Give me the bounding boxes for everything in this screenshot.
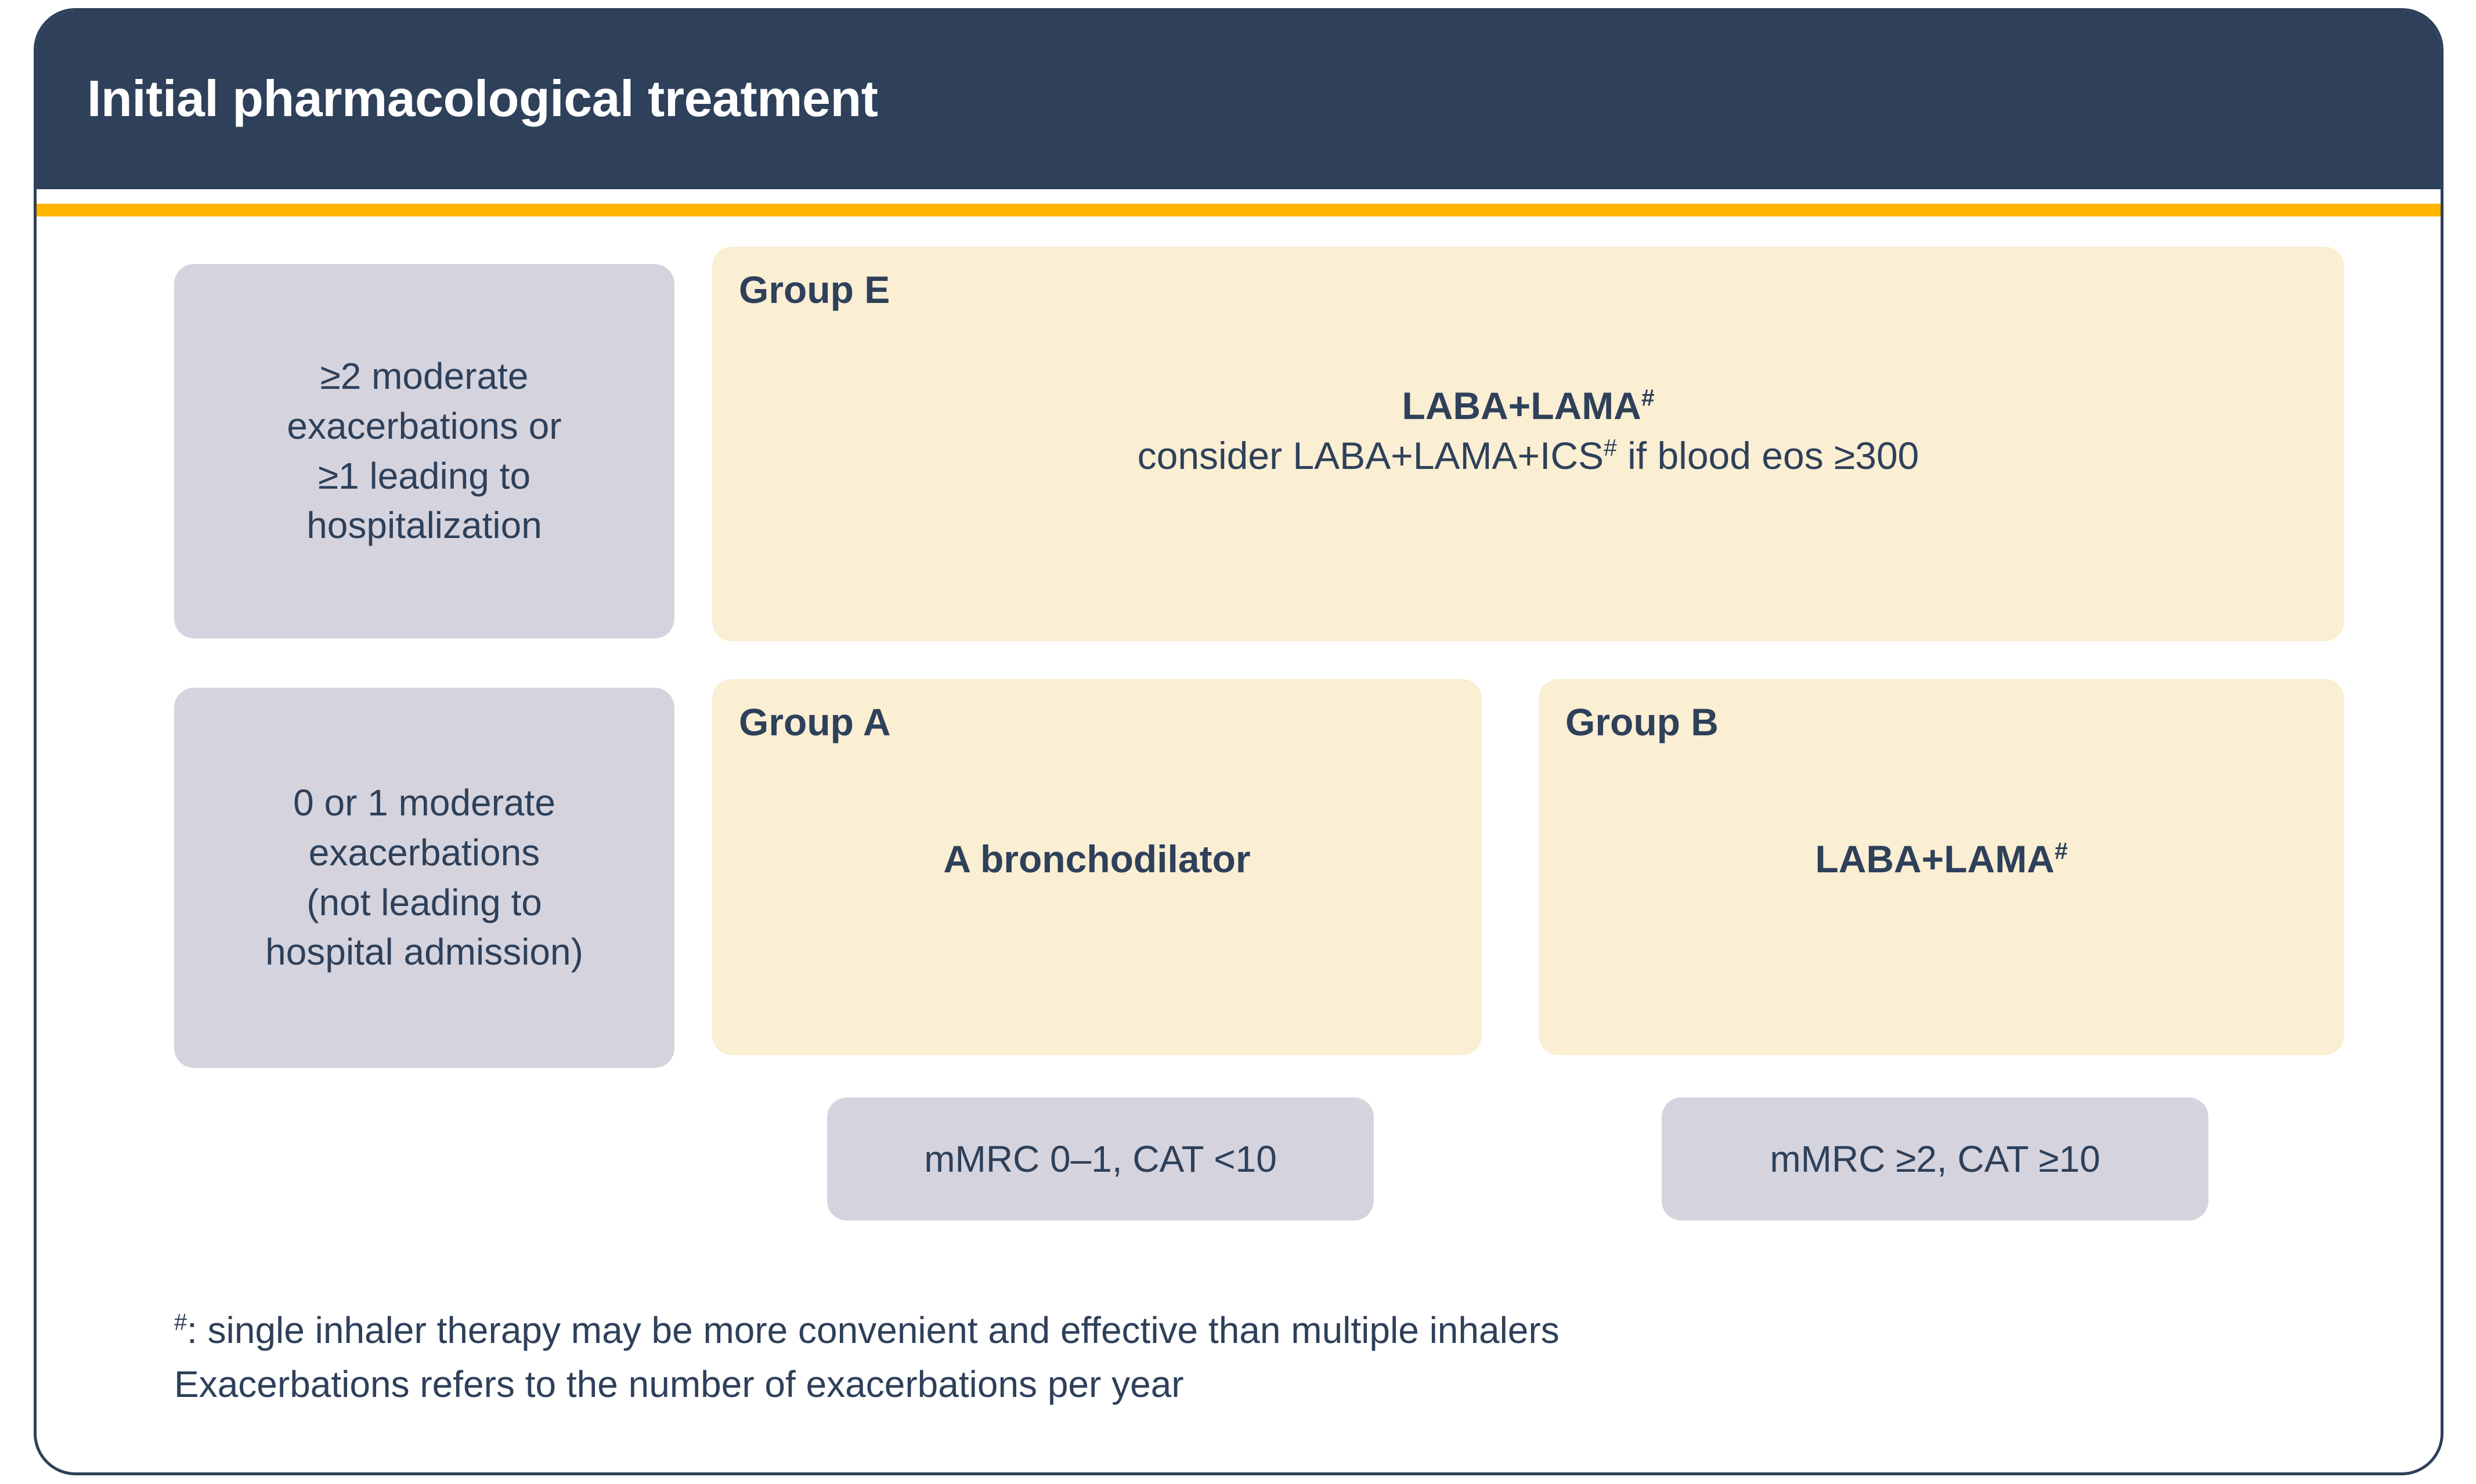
group-a-recommendation: A bronchodilator <box>712 835 1482 884</box>
group-e-secondary-prefix: consider LABA+LAMA+ICS <box>1137 434 1604 477</box>
symptom-pill-group-b-label: mMRC ≥2, CAT ≥10 <box>1770 1138 2100 1180</box>
group-b-label: Group B <box>1565 701 1719 743</box>
group-e-recommendation: LABA+LAMA# consider LABA+LAMA+ICS# if bl… <box>712 381 2344 481</box>
risk-line: ≥2 moderate <box>320 355 529 397</box>
group-b-panel: Group B LABA+LAMA# <box>1539 679 2344 1055</box>
risk-line: (not leading to <box>306 881 542 923</box>
group-a-primary-treatment: A bronchodilator <box>712 835 1482 884</box>
figure-header: Initial pharmacological treatment <box>37 11 2441 189</box>
accent-divider <box>37 204 2441 216</box>
group-e-secondary-suffix: if blood eos ≥300 <box>1616 434 1919 477</box>
group-e-panel: Group E LABA+LAMA# consider LABA+LAMA+IC… <box>712 247 2344 641</box>
footnote-marker-icon: # <box>1604 434 1617 461</box>
group-a-label: Group A <box>739 701 891 743</box>
footnote-marker-icon: # <box>174 1309 187 1335</box>
footnote-marker-icon: # <box>2054 837 2068 864</box>
symptom-pill-group-b: mMRC ≥2, CAT ≥10 <box>1662 1097 2208 1221</box>
footnote-marker-icon: # <box>1641 384 1655 411</box>
symptom-pill-group-a: mMRC 0–1, CAT <10 <box>827 1097 1374 1221</box>
group-e-secondary-treatment: consider LABA+LAMA+ICS# if blood eos ≥30… <box>712 431 2344 481</box>
group-e-label: Group E <box>739 268 890 311</box>
group-a-panel: Group A A bronchodilator <box>712 679 1482 1055</box>
risk-line: exacerbations or <box>287 405 562 447</box>
risk-line: hospital admission) <box>265 931 583 973</box>
group-b-primary-treatment: LABA+LAMA# <box>1539 835 2344 884</box>
group-b-primary-text: LABA+LAMA <box>1815 837 2055 880</box>
symptom-pill-group-a-label: mMRC 0–1, CAT <10 <box>924 1138 1277 1180</box>
page-title: Initial pharmacological treatment <box>87 70 878 127</box>
risk-box-high-exacerbation: ≥2 moderate exacerbations or ≥1 leading … <box>174 264 674 638</box>
figure-body: ≥2 moderate exacerbations or ≥1 leading … <box>37 11 2441 1472</box>
risk-line: hospitalization <box>306 504 542 547</box>
treatment-figure-card: Initial pharmacological treatment ≥2 mod… <box>34 8 2443 1475</box>
risk-box-low-exacerbation: 0 or 1 moderate exacerbations (not leadi… <box>174 688 674 1068</box>
group-a-primary-text: A bronchodilator <box>943 837 1251 880</box>
group-e-primary-text: LABA+LAMA <box>1402 384 1641 427</box>
risk-box-low-text: 0 or 1 moderate exacerbations (not leadi… <box>255 778 594 977</box>
footnote-line-2: Exacerbations refers to the number of ex… <box>174 1363 1184 1406</box>
risk-line: 0 or 1 moderate <box>293 782 555 824</box>
risk-line: ≥1 leading to <box>317 454 531 497</box>
footnote-line-1-text: : single inhaler therapy may be more con… <box>187 1309 1560 1351</box>
footnote-line-1: #: single inhaler therapy may be more co… <box>174 1304 2322 1357</box>
footnotes: #: single inhaler therapy may be more co… <box>174 1304 2322 1412</box>
risk-box-high-text: ≥2 moderate exacerbations or ≥1 leading … <box>276 352 572 551</box>
group-b-recommendation: LABA+LAMA# <box>1539 835 2344 884</box>
group-e-primary-treatment: LABA+LAMA# <box>712 381 2344 431</box>
risk-line: exacerbations <box>308 831 540 873</box>
